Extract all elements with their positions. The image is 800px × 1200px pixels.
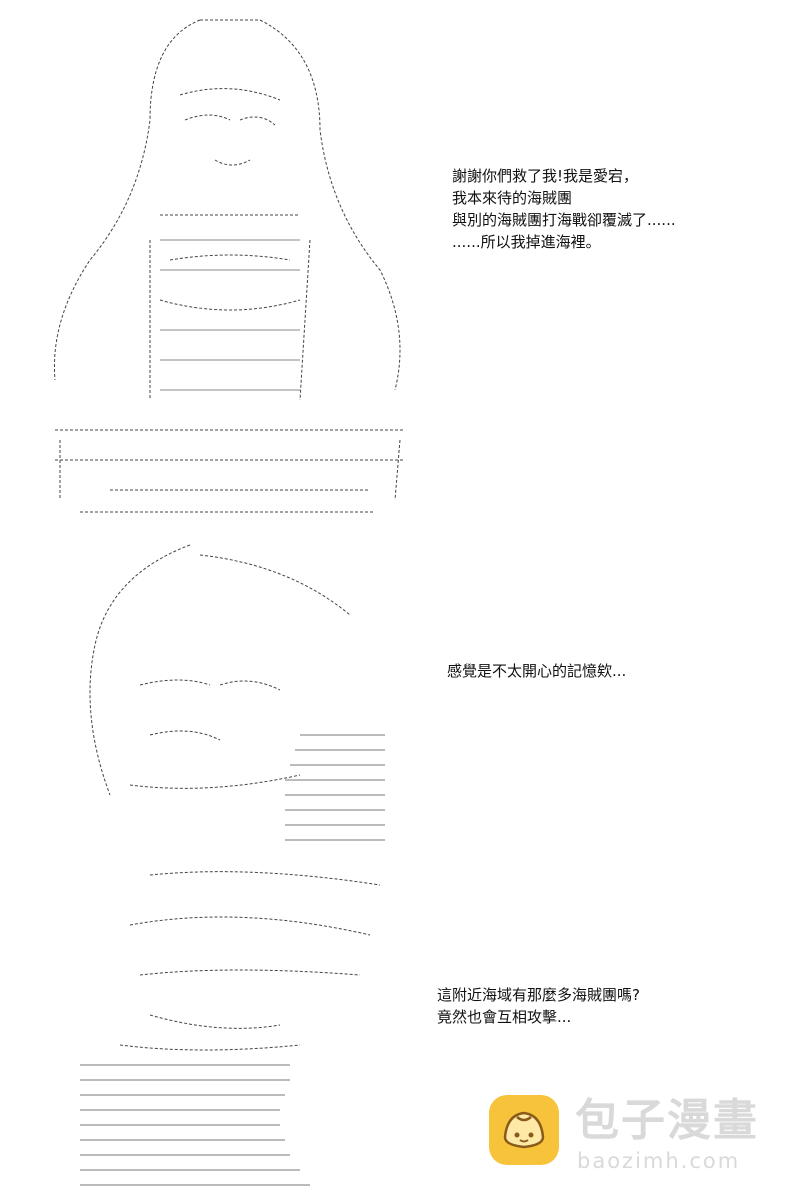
dialog-line: 與別的海賊團打海戰卻覆滅了...... [452,211,676,229]
dialog-line: 謝謝你們救了我!我是愛宕， [452,167,639,185]
dialog-line: ......所以我掉進海裡。 [452,233,601,251]
girl-seated-sketch [53,19,405,513]
dialog-box-2: 感覺是不太開心的記憶欸... [447,660,626,682]
watermark-logo: 包子漫畫 baozimh.com [487,1093,777,1178]
dialog-line: 竟然也會互相攻擊... [437,1008,572,1026]
bun-icon [489,1095,559,1165]
ascii-art-panel-3 [0,865,420,1195]
dialog-line: 這附近海域有那麼多海賊團嗎? [437,986,640,1004]
dialog-box-3: 這附近海域有那麼多海賊團嗎? 竟然也會互相攻擊... [437,984,640,1028]
closeup-face-sketch [89,544,385,841]
ascii-art-panel-1 [0,0,420,525]
dialog-line: 我本來待的海賊團 [452,189,573,207]
watermark-url: baozimh.com [577,1149,741,1173]
dialog-box-1: 謝謝你們救了我!我是愛宕， 我本來待的海賊團 與別的海賊團打海戰卻覆滅了....… [452,165,676,253]
watermark-title: 包子漫畫 [575,1095,759,1146]
dialog-line: 感覺是不太開心的記憶欸... [447,662,627,680]
back-view-sketch [80,871,381,1186]
ascii-art-panel-2 [0,535,420,855]
